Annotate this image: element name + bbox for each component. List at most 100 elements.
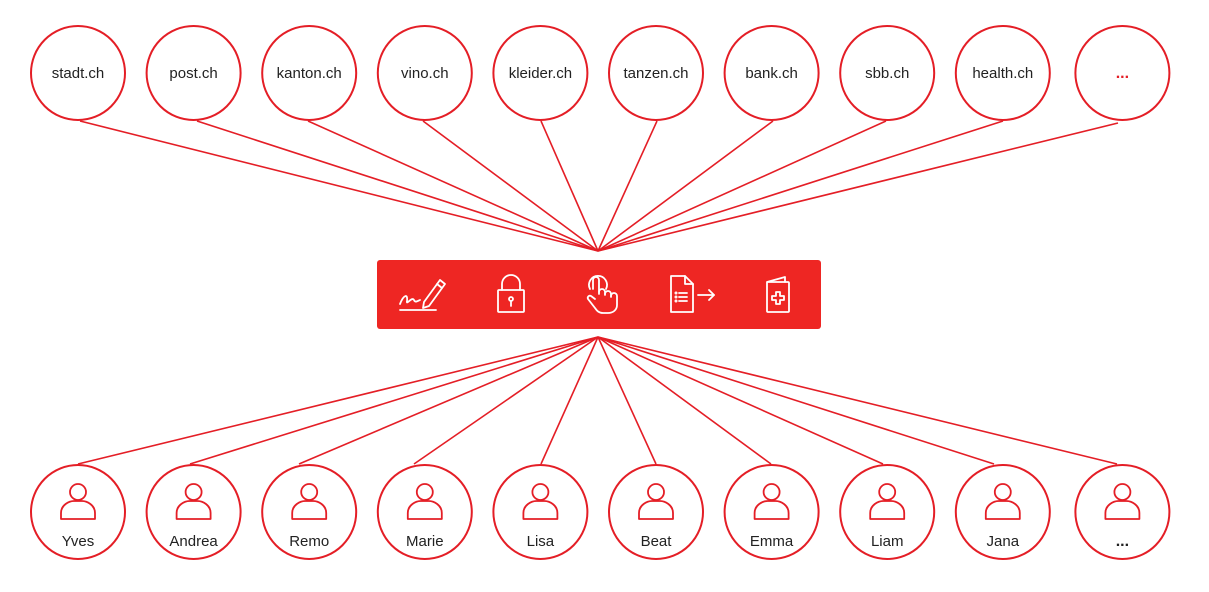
user-label: Andrea (169, 533, 218, 550)
service-circle (1074, 25, 1171, 121)
service-label: sbb.ch (865, 65, 909, 82)
person-icon (406, 483, 443, 520)
user-label: ... (1116, 533, 1129, 550)
user-label: Yves (62, 533, 95, 550)
service-connection-line (597, 120, 1004, 252)
user-node[interactable]: Lisa (492, 464, 589, 560)
user-connection-line (189, 336, 599, 465)
service-label: health.ch (972, 65, 1033, 82)
service-connections (79, 120, 1119, 252)
user-connection-line (597, 336, 1118, 465)
service-circle (492, 25, 589, 121)
person-icon (753, 483, 790, 520)
user-connection-line (77, 336, 599, 465)
service-circle (376, 25, 473, 121)
identity-hub (377, 260, 821, 329)
service-connection-line (597, 120, 887, 252)
signature-icon (399, 279, 446, 311)
user-node[interactable]: Beat (608, 464, 704, 560)
service-node[interactable]: kleider.ch (492, 25, 589, 121)
service-label: kanton.ch (277, 65, 342, 82)
person-icon (60, 483, 96, 520)
user-connection-line (540, 336, 599, 465)
user-circle (376, 464, 473, 560)
service-circle (723, 25, 820, 121)
service-label: bank.ch (745, 65, 798, 82)
service-label: vino.ch (401, 65, 449, 82)
user-label: Marie (406, 533, 444, 550)
service-connection-line (422, 120, 599, 252)
service-label: tanzen.ch (623, 65, 688, 82)
user-connection-line (298, 336, 599, 465)
user-label: Emma (750, 533, 794, 550)
service-circle (954, 25, 1051, 121)
service-label: kleider.ch (509, 65, 572, 82)
user-label: Liam (871, 533, 904, 550)
service-connection-line (597, 120, 774, 252)
user-circle (30, 464, 126, 560)
service-node[interactable]: bank.ch (723, 25, 820, 121)
user-circle (261, 464, 358, 560)
user-circle (1074, 464, 1171, 560)
user-connection-line (597, 336, 657, 465)
person-icon (291, 483, 328, 520)
user-connection-line (597, 336, 995, 465)
lock-icon (497, 274, 525, 313)
service-connection-line (540, 120, 599, 252)
service-circle (261, 25, 358, 121)
user-circle (723, 464, 820, 560)
user-label: Beat (641, 533, 673, 550)
user-node[interactable]: Liam (839, 464, 936, 560)
service-node[interactable]: post.ch (145, 25, 242, 121)
person-icon (638, 483, 674, 520)
service-node[interactable]: ... (1074, 25, 1171, 121)
service-connection-line (597, 122, 1119, 252)
user-circle (954, 464, 1051, 560)
user-nodes: Yves Andrea Remo Marie Lisa Beat Emma Liam Jana.… (30, 464, 1171, 560)
service-node[interactable]: stadt.ch (30, 25, 126, 121)
user-circle (608, 464, 704, 560)
service-label: ... (1116, 65, 1129, 82)
service-nodes: stadt.ch post.ch kanton.ch vino.ch kleider.c… (30, 25, 1171, 121)
user-label: Lisa (527, 533, 555, 550)
user-node[interactable]: Marie (376, 464, 473, 560)
user-circle (145, 464, 242, 560)
user-connection-line (413, 336, 599, 465)
user-connection-line (597, 336, 884, 465)
person-icon (984, 483, 1021, 520)
service-label: post.ch (169, 65, 217, 82)
service-node[interactable]: sbb.ch (839, 25, 936, 121)
user-node[interactable]: ... (1074, 464, 1171, 560)
service-label: stadt.ch (52, 65, 105, 82)
service-circle (30, 25, 126, 121)
service-node[interactable]: kanton.ch (261, 25, 358, 121)
user-connections (77, 336, 1118, 465)
user-circle (839, 464, 936, 560)
user-node[interactable]: Andrea (145, 464, 242, 560)
service-connection-line (307, 120, 599, 252)
person-icon (175, 483, 212, 520)
user-node[interactable]: Remo (261, 464, 358, 560)
user-node[interactable]: Jana (954, 464, 1051, 560)
person-icon (869, 483, 906, 520)
user-node[interactable]: Emma (723, 464, 820, 560)
person-icon (1104, 483, 1141, 520)
user-label: Remo (289, 533, 329, 550)
user-label: Jana (987, 533, 1020, 550)
service-circle (839, 25, 936, 121)
service-circle (145, 25, 242, 121)
document-transfer-icon (670, 275, 715, 313)
user-connection-line (597, 336, 772, 465)
person-icon (522, 483, 559, 520)
service-circle (608, 25, 704, 121)
service-node[interactable]: health.ch (954, 25, 1051, 121)
service-connection-line (79, 120, 599, 252)
service-node[interactable]: vino.ch (376, 25, 473, 121)
health-card-icon (766, 276, 790, 313)
user-circle (492, 464, 589, 560)
user-node[interactable]: Yves (30, 464, 126, 560)
service-node[interactable]: tanzen.ch (608, 25, 704, 121)
touch-icon (586, 275, 618, 314)
service-connection-line (196, 120, 599, 252)
